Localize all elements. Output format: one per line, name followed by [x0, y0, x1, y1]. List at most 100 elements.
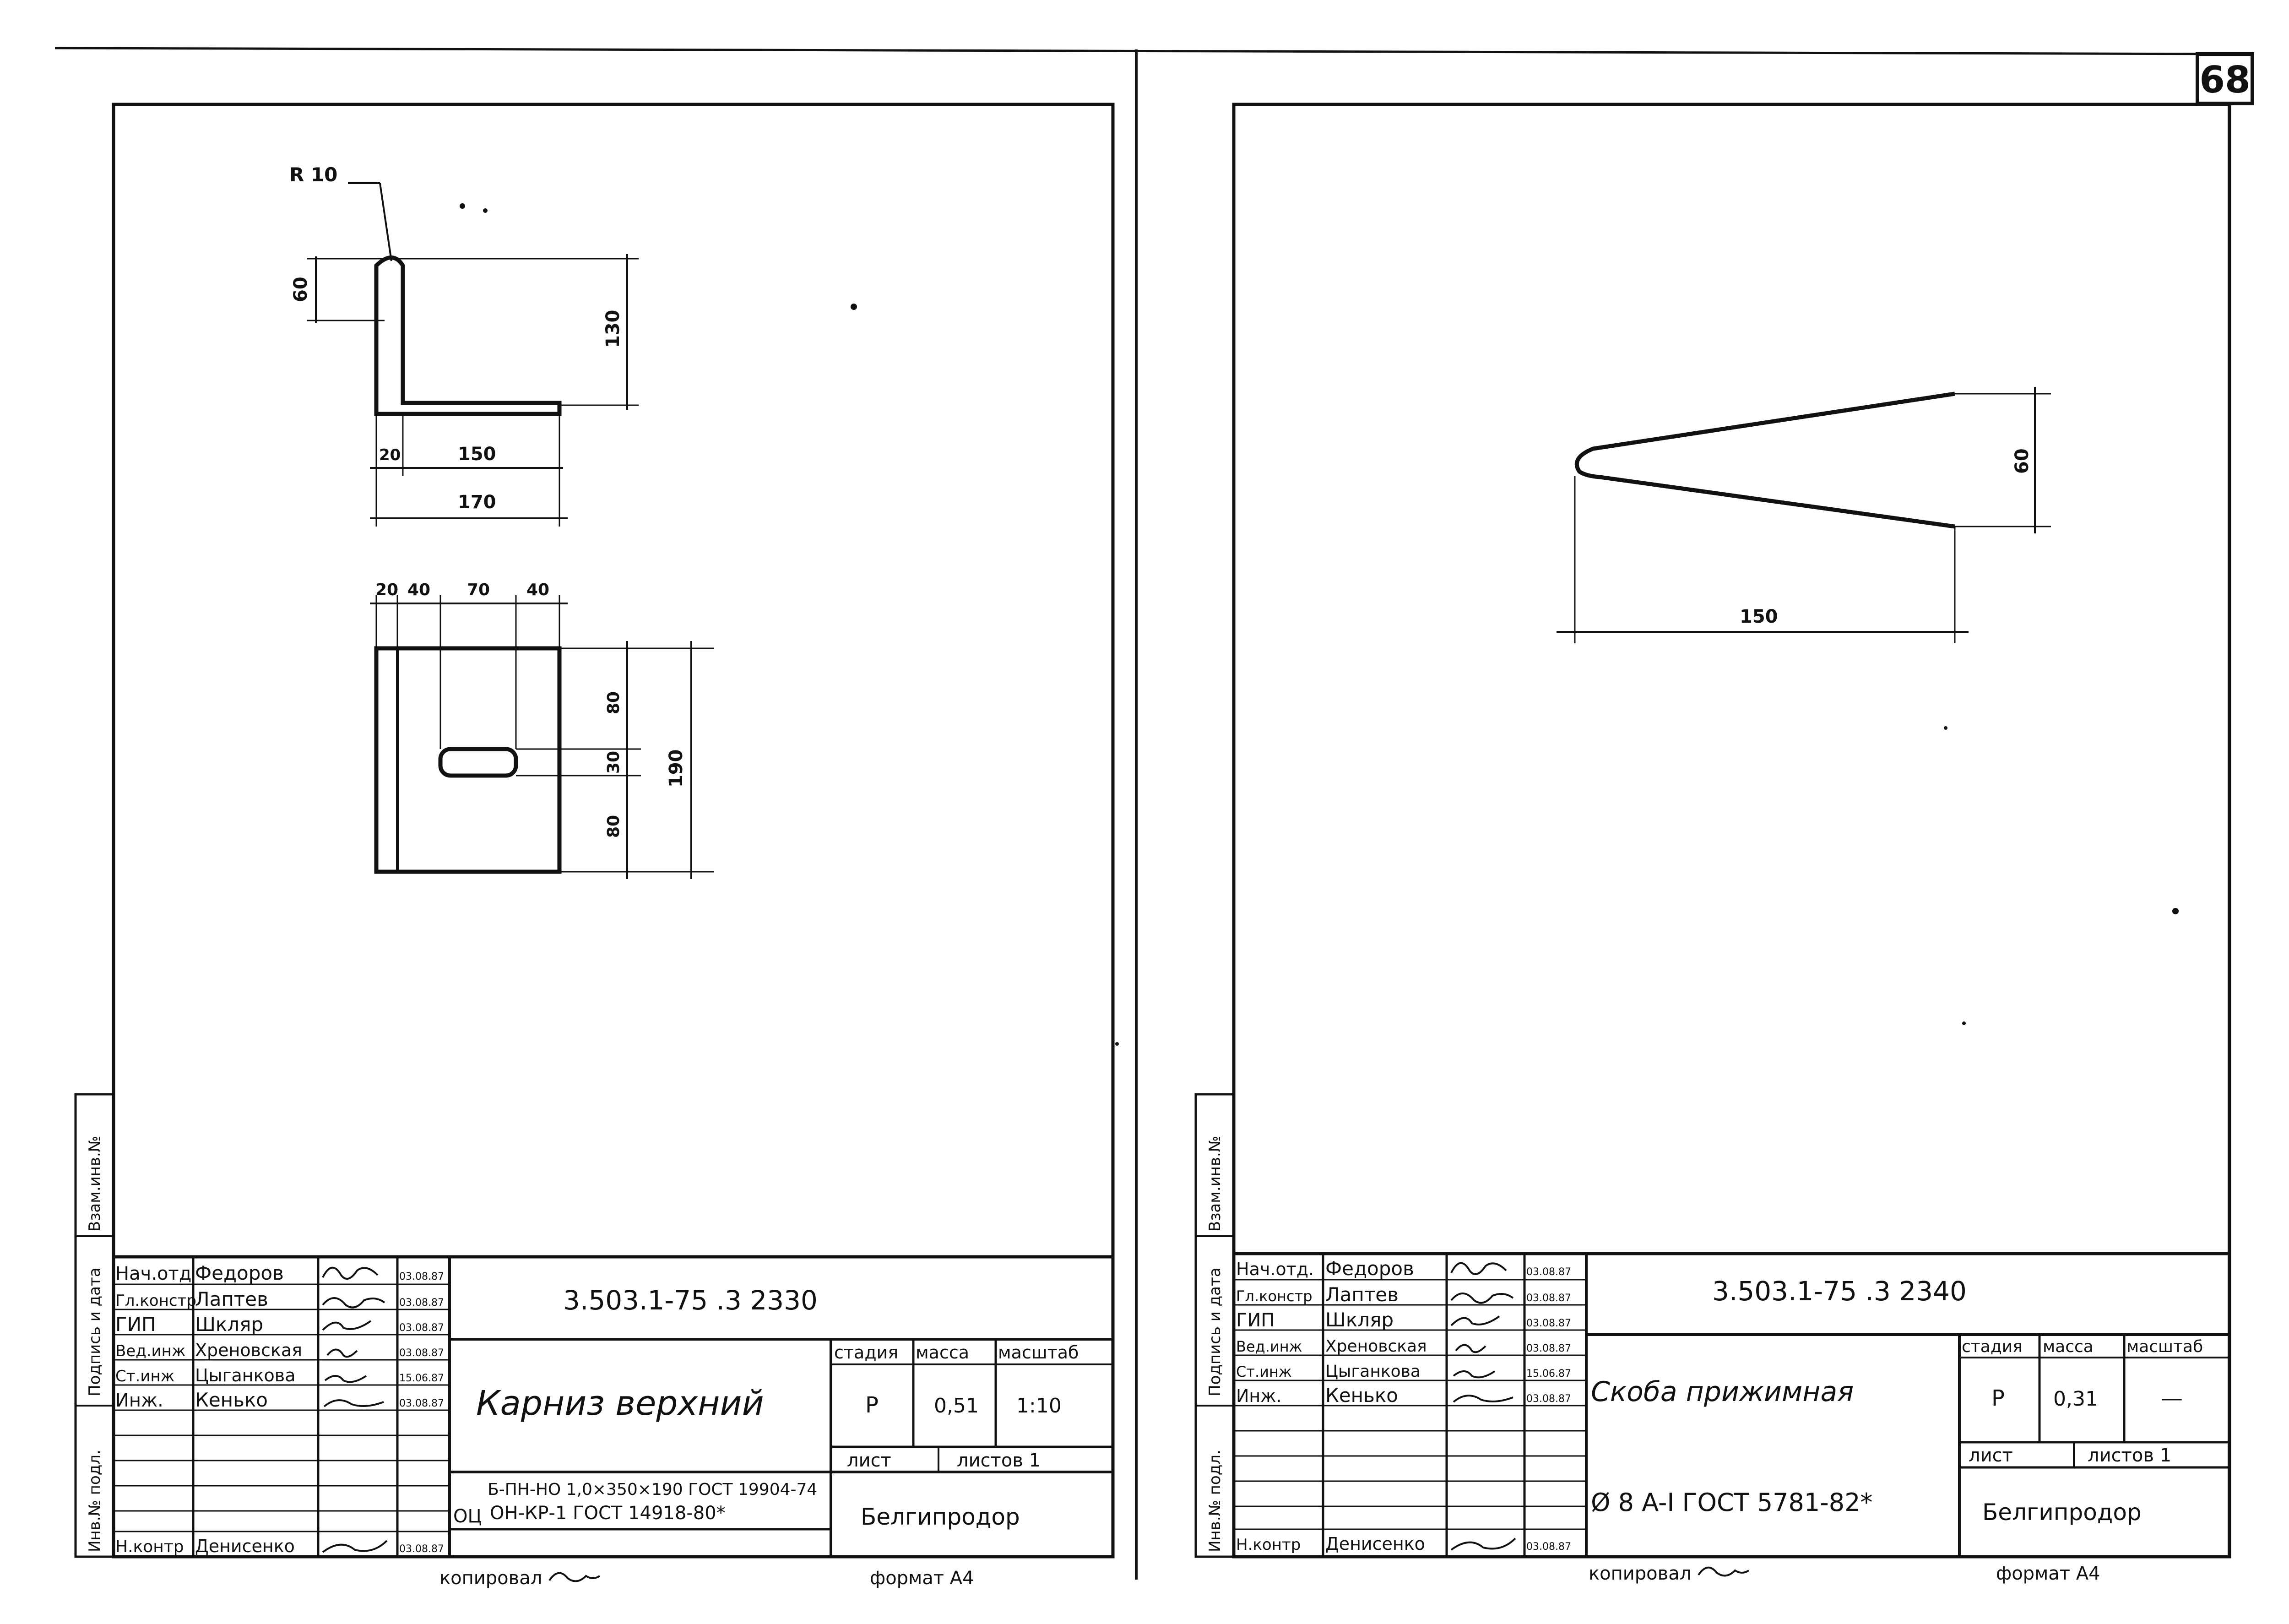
staff-date: 03.08.87 [399, 1271, 444, 1282]
dim-width: 170 [458, 492, 496, 513]
dim-plan-30: 30 [604, 751, 623, 774]
staff-date: 03.08.87 [1526, 1393, 1571, 1405]
staff-date: 03.08.87 [1526, 1318, 1571, 1329]
scan-specks [460, 203, 2179, 1046]
staff-role: Н.контр [115, 1537, 184, 1556]
staff-row: Ст.инж Цыганкова 15.06.87 [115, 1365, 444, 1385]
staff-role: Нач.отд. [1236, 1259, 1314, 1279]
copied-label: копировал [439, 1568, 542, 1589]
sheets-label: листов 1 [957, 1450, 1041, 1471]
staff-name: Кенько [195, 1389, 268, 1411]
staff-name: Шкляр [195, 1313, 263, 1336]
staff-name: Федоров [195, 1262, 284, 1284]
staff-name: Федоров [1325, 1257, 1414, 1280]
staff-row: Ст.инж Цыганкова 15.06.87 [1236, 1362, 1571, 1381]
staff-date: 03.08.87 [399, 1543, 444, 1555]
copier-signature [548, 1572, 601, 1582]
left-title-block: Нач.отд Федоров 03.08.87 Гл.констр Лапте… [114, 1255, 1113, 1558]
staff-date: 03.08.87 [399, 1347, 444, 1359]
right-side-strip [1194, 1093, 1235, 1558]
format-label: формат А4 [1996, 1563, 2100, 1584]
mass-value: 0,51 [934, 1394, 979, 1418]
staff-name: Денисенко [195, 1536, 295, 1556]
right-sheet: Инв.№ подл. Подпись и дата Взам.инв.№ 60… [1194, 103, 2231, 1584]
right-title-block: Нач.отд. Федоров 03.08.87 Гл.констр Лапт… [1234, 1252, 2229, 1557]
dim-height: 60 [2012, 448, 2033, 474]
staff-name: Хреновская [1325, 1337, 1427, 1356]
designation: 3.503.1-75 .3 2330 [563, 1285, 818, 1316]
staff-role: Гл.констр [115, 1292, 196, 1310]
scale-header: масштаб [2126, 1337, 2203, 1356]
sheets-label: листов 1 [2088, 1445, 2171, 1466]
copier-signature [1698, 1566, 1750, 1577]
tb-row-lines [114, 1283, 450, 1532]
side-label-repl: Взам.инв.№ [1206, 1136, 1224, 1232]
staff-name: Цыганкова [195, 1365, 295, 1385]
plan-slot [438, 747, 518, 778]
staff-date: 03.08.87 [1526, 1293, 1571, 1304]
staff-role: ГИП [115, 1313, 156, 1336]
sheet-label: лист [847, 1450, 891, 1471]
stage-header: стадия [1962, 1337, 2023, 1356]
profile-outline [374, 255, 562, 416]
plan-outline [374, 646, 562, 874]
stage-header: стадия [834, 1342, 898, 1363]
drawing-title: Карниз верхний [476, 1384, 764, 1423]
scan-top-edge [54, 47, 2244, 55]
mass-value: 0,31 [2053, 1387, 2098, 1411]
staff-role: Инж. [115, 1390, 163, 1411]
dim-plan-80a: 80 [604, 691, 623, 714]
drawing-title: Скоба прижимная [1591, 1376, 1854, 1408]
staff-name: Денисенко [1325, 1534, 1425, 1554]
material-line-1: Б-ПН-НО 1,0×350×190 ГОСТ 19904-74 [488, 1480, 817, 1499]
staff-name: Хреновская [195, 1340, 302, 1360]
staff-date: 03.08.87 [399, 1322, 444, 1334]
staff-role: Ст.инж [1236, 1363, 1292, 1380]
cornice-plan-view: 20 40 70 40 80 30 80 190 [370, 581, 714, 879]
staff-row: Вед.инж Хреновская 03.08.87 [115, 1340, 444, 1360]
staff-row: Нач.отд Федоров 03.08.87 [115, 1262, 444, 1284]
staff-role: Инж. [1236, 1386, 1282, 1406]
dim-total-height: 130 [602, 310, 624, 348]
staff-row: Гл.констр Лаптев 03.08.87 [115, 1288, 444, 1310]
staff-date: 15.06.87 [399, 1373, 444, 1384]
dim-radius: R 10 [289, 163, 337, 186]
dim-top-height: 60 [290, 277, 311, 302]
staff-row: ГИП Шкляр 03.08.87 [1236, 1309, 1571, 1331]
scale-value: 1:10 [1016, 1394, 1062, 1418]
left-sheet: Инв.№ подл. Подпись и дата Взам.инв.№ R … [74, 103, 1115, 1589]
side-label-sign: Подпись и дата [1206, 1267, 1224, 1396]
sheet-label: лист [1969, 1445, 2013, 1466]
radius-leader [379, 183, 392, 261]
format-label: формат А4 [870, 1568, 974, 1589]
scale-value: — [2161, 1385, 2183, 1411]
organization: Белгипродор [1982, 1499, 2142, 1526]
staff-role: Вед.инж [115, 1342, 186, 1360]
staff-role: Ст.инж [115, 1367, 174, 1385]
mass-header: масса [2043, 1337, 2094, 1356]
dim-plan-40a: 40 [407, 581, 430, 599]
dim-plan-190: 190 [666, 750, 687, 788]
staff-row: Нач.отд. Федоров 03.08.87 [1236, 1257, 1571, 1280]
dim-plan-70: 70 [467, 581, 490, 599]
staff-date: 03.08.87 [399, 1297, 444, 1309]
stage-value: Р [1991, 1385, 2005, 1411]
material-prefix: ОЦ [453, 1506, 482, 1527]
staff-role: Нач.отд [115, 1263, 191, 1284]
staff-date: 03.08.87 [1526, 1541, 1571, 1553]
dim-plan-40b: 40 [526, 581, 549, 599]
clamp-bracket-view: 60 150 [1557, 387, 2051, 643]
copied-label: копировал [1589, 1563, 1691, 1584]
staff-name: Лаптев [195, 1288, 268, 1310]
dim-plan-20: 20 [375, 581, 398, 599]
cornice-profile-view: R 10 60 130 20 150 170 [289, 163, 639, 527]
staff-name: Шкляр [1325, 1309, 1394, 1331]
material-line-1: Ø 8 A-I ГОСТ 5781-82* [1591, 1488, 1872, 1517]
stage-value: Р [865, 1392, 879, 1418]
dim-length: 150 [1740, 606, 1778, 627]
dim-plan-80b: 80 [604, 815, 623, 838]
dim-flange: 150 [458, 444, 496, 465]
staff-date: 15.06.87 [1526, 1368, 1571, 1380]
staff-row: Н.контр Денисенко 03.08.87 [115, 1536, 444, 1556]
